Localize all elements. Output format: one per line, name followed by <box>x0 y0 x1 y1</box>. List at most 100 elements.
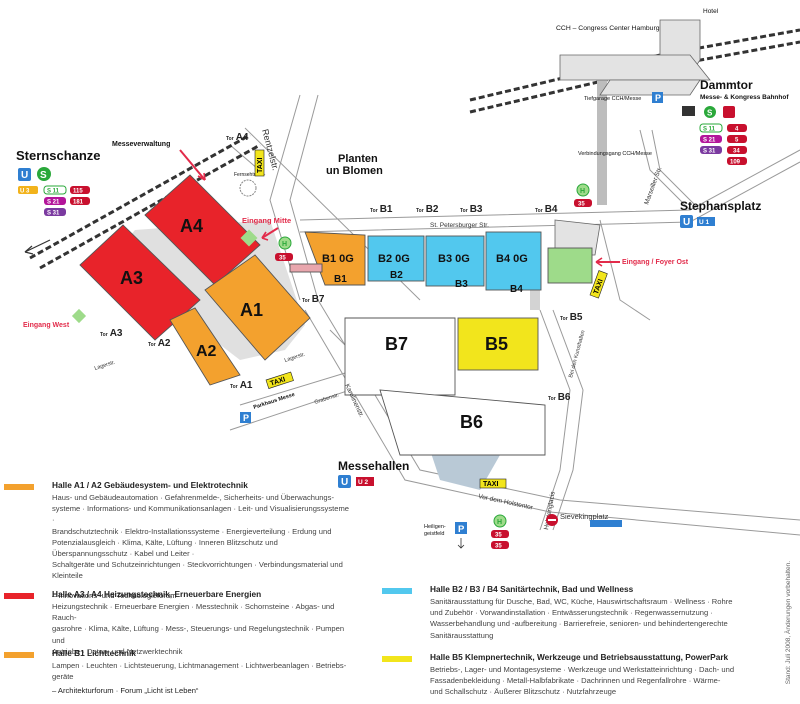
fernsehturm-icon <box>239 179 257 197</box>
hall-label-b2: B2 <box>390 270 403 281</box>
parking-icon-cch: P <box>655 93 661 103</box>
cch-buildings <box>554 19 711 256</box>
taxi-signs: TAXI TAXI TAXI TAXI <box>254 149 608 489</box>
taxi-sign-a1: TAXI <box>269 376 286 387</box>
legend-swatch-a3a4 <box>4 593 34 599</box>
legend-line: und Schallschutz · Äußerer Blitzschutz ·… <box>430 687 617 697</box>
label-dammtor: Dammtor <box>700 78 753 92</box>
badge-u1: U 1 <box>699 219 710 226</box>
label-tiefgarage: Tiefgarage CCH/Messe <box>584 96 641 102</box>
legend-swatch-a1a2 <box>4 484 34 490</box>
hall-label-b3og: B3 0G <box>438 253 470 265</box>
u-icon-stephansplatz: U <box>683 217 690 228</box>
hall-label-b4og: B4 0G <box>496 253 528 265</box>
entrance-markers <box>71 149 620 324</box>
dammtor-s21: S 21 <box>703 138 716 144</box>
u-icon: U <box>21 170 28 181</box>
legend-forum-a1a2: – Innovations- und Technologieforum <box>52 590 177 600</box>
legend-line: Potenzialausgleich · Klima, Kälte, Lüftu… <box>52 537 278 559</box>
label-messehallen: Messehallen <box>338 459 409 473</box>
bus35-north: 35 <box>578 202 585 208</box>
bus-stops: H 35 H 35 H 35 35 <box>275 183 592 550</box>
badge-bus181: 181 <box>73 200 84 206</box>
street-st-petersburger: St. Petersburger Str. <box>430 222 489 229</box>
street-sievekingplatz: Sievekingplatz <box>560 512 609 521</box>
dammtor-s11: S 11 <box>703 127 716 133</box>
train-icon <box>682 106 695 116</box>
parking-signs: P P P <box>240 92 663 549</box>
label-planten-2: un Blomen <box>326 165 383 177</box>
taxi-sign-south: TAXI <box>483 481 498 488</box>
hall-label-b3: B3 <box>455 279 468 290</box>
legend-body-a3a4: Heizungstechnik · Erneuerbare Energien ·… <box>52 601 352 657</box>
hall-a3-shape <box>79 224 201 341</box>
legend-line: systeme · Informations- und Kommunikatio… <box>52 504 350 525</box>
hall-label-a4: A4 <box>180 216 203 236</box>
hall-b6-shape <box>379 389 546 456</box>
hall-label-a3: A3 <box>120 268 143 288</box>
taxi-sign-north: TAXI <box>257 158 264 173</box>
parking-icon-messe: P <box>243 413 249 423</box>
bus35-south-a: 35 <box>495 533 502 539</box>
label-planten-1: Planten <box>338 153 378 165</box>
colored-halls <box>79 174 593 386</box>
stephansplatz-transit: U U 1 <box>680 215 715 228</box>
bus-icon-dammtor <box>723 106 735 118</box>
legend-line: Heizungstechnik · Erneuerbare Energien ·… <box>52 602 335 623</box>
bus35-mitte: 35 <box>279 256 286 262</box>
white-halls <box>344 317 546 456</box>
badge-s21: S 21 <box>47 200 60 206</box>
hall-b4-shape <box>485 231 542 291</box>
no-entry-sign <box>546 514 622 527</box>
legend-line: und Zubehör · Vorwandinstallation · Entw… <box>430 608 713 618</box>
label-heiligengeistfeld-1: Heiligen- <box>424 524 446 530</box>
badge-bus115: 115 <box>73 189 83 195</box>
legend-title-b5: Halle B5 Klempnertechnik, Werkzeuge und … <box>430 652 729 662</box>
legend-line: Sanitärausstattung für Dusche, Bad, WC, … <box>430 597 733 606</box>
legend-line: Sanitärausstattung <box>430 630 494 640</box>
dammtor-transit: S 11 S 21 S 31 4 5 34 109 S <box>682 106 747 166</box>
label-hotel: Hotel <box>703 8 719 15</box>
legend-body-b5: Betriebs-, Lager- und Montagesysteme · W… <box>430 664 750 698</box>
legend-title-a1a2: Halle A1 / A2 Gebäudesystem- und Elektro… <box>52 480 248 490</box>
legend-line: Schaltgeräte und Schutzeinrichtungen · S… <box>52 560 343 570</box>
street-marseiller: Marseiller Str. <box>643 166 663 206</box>
parking-icon-heiligengeistfeld: P <box>458 524 465 535</box>
dammtor-bus109: 109 <box>730 160 741 166</box>
legend-swatch-b5 <box>382 656 412 662</box>
entrance-west-label: Eingang West <box>23 322 70 329</box>
hall-label-b6: B6 <box>460 412 483 432</box>
street-vor-holstentor: Vor dem Holstentor <box>478 493 535 512</box>
hall-label-a1: A1 <box>240 300 263 320</box>
street-lagerstr-1: Lagerstr. <box>94 359 117 371</box>
entrance-mitte-label: Eingang Mitte <box>242 216 291 225</box>
label-stephansplatz: Stephansplatz <box>680 199 761 213</box>
label-sternschanze: Sternschanze <box>16 148 101 163</box>
hall-label-b1: B1 <box>334 274 347 285</box>
legend-a1a2: Halle A1 / A2 Gebäudesystem- und Elektro… <box>4 480 352 600</box>
legend-title-b2b4: Halle B2 / B3 / B4 Sanitärtechnik, Bad u… <box>430 584 634 594</box>
hall-b7-shape <box>344 317 456 396</box>
legend-line: Antriebe · Daten- und Netzwerktechnik <box>52 646 183 656</box>
legend-line: geräte <box>52 672 74 682</box>
label-messeverwaltung: Messeverwaltung <box>112 141 170 148</box>
label-verbindungsgang: Verbindungsgang CCH/Messe <box>578 151 652 157</box>
hall-b2-shape <box>367 235 425 282</box>
legend-line: Brandschutztechnik · Elektro-Installatio… <box>52 526 332 536</box>
u-icon-messehallen: U <box>341 477 348 488</box>
legend-body-a1a2: Haus- und Gebäudeautomation · Gefahrenme… <box>52 492 352 582</box>
legend-line: gasrohre · Klima, Kälte, Lüftung · Mess-… <box>52 624 345 645</box>
hall-a1-shape <box>204 254 311 361</box>
label-dammtor-sub: Messe- & Kongress Bahnhof <box>700 94 789 101</box>
bus35-south-b: 35 <box>495 544 502 550</box>
dammtor-bus5: 5 <box>735 138 739 144</box>
legend-swatch-b1 <box>4 652 34 658</box>
hall-label-b5: B5 <box>485 334 508 354</box>
